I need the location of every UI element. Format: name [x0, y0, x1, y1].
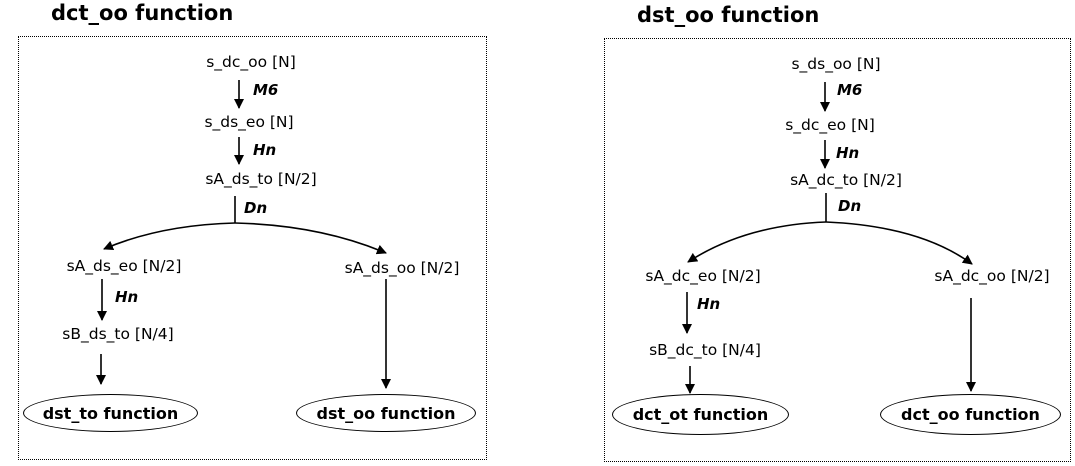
- left-split-arc-left: [103, 222, 236, 251]
- left-diagram-title: dct_oo function: [51, 1, 234, 25]
- right-terminal-left: dct_ot function: [612, 394, 789, 435]
- right-node-branch-right: sA_dc_oo [N/2]: [934, 267, 1050, 285]
- right-edge-label-4: Hn: [697, 295, 721, 313]
- right-split-arc-right: [825, 221, 973, 265]
- left-diagram-connectors: [96, 80, 391, 389]
- left-terminal-left: dst_to function: [23, 394, 198, 432]
- left-node-5: sB_ds_to [N/4]: [62, 325, 174, 343]
- left-diagram-frame: [18, 36, 487, 460]
- right-diagram-frame: [604, 38, 1071, 462]
- right-edge-label-1: M6: [837, 81, 863, 99]
- right-diagram-connectors: [682, 82, 976, 394]
- right-diagram-title: dst_oo function: [637, 3, 820, 27]
- right-terminal-right: dct_oo function: [880, 394, 1061, 435]
- right-edge-label-2: Hn: [836, 144, 860, 162]
- right-split-arc-left: [687, 221, 827, 263]
- right-node-branch-left: sA_dc_eo [N/2]: [645, 267, 761, 285]
- left-edge-label-1: M6: [253, 81, 279, 99]
- left-edge-label-3: Dn: [244, 199, 268, 217]
- right-node-3: sA_dc_to [N/2]: [790, 171, 902, 189]
- left-terminal-right: dst_oo function: [296, 394, 476, 432]
- left-node-2: s_ds_eo [N]: [204, 113, 294, 131]
- left-node-branch-right: sA_ds_oo [N/2]: [344, 259, 460, 277]
- right-node-2: s_dc_eo [N]: [785, 116, 875, 134]
- right-node-5: sB_dc_to [N/4]: [649, 341, 761, 359]
- right-node-root: s_ds_oo [N]: [791, 55, 881, 73]
- left-edge-label-2: Hn: [253, 141, 277, 159]
- left-split-arc-right: [234, 222, 387, 255]
- left-node-branch-left: sA_ds_eo [N/2]: [66, 257, 182, 275]
- left-edge-label-4: Hn: [115, 288, 139, 306]
- left-node-root: s_dc_oo [N]: [206, 53, 296, 71]
- left-node-3: sA_ds_to [N/2]: [205, 170, 317, 188]
- right-edge-label-3: Dn: [838, 197, 862, 215]
